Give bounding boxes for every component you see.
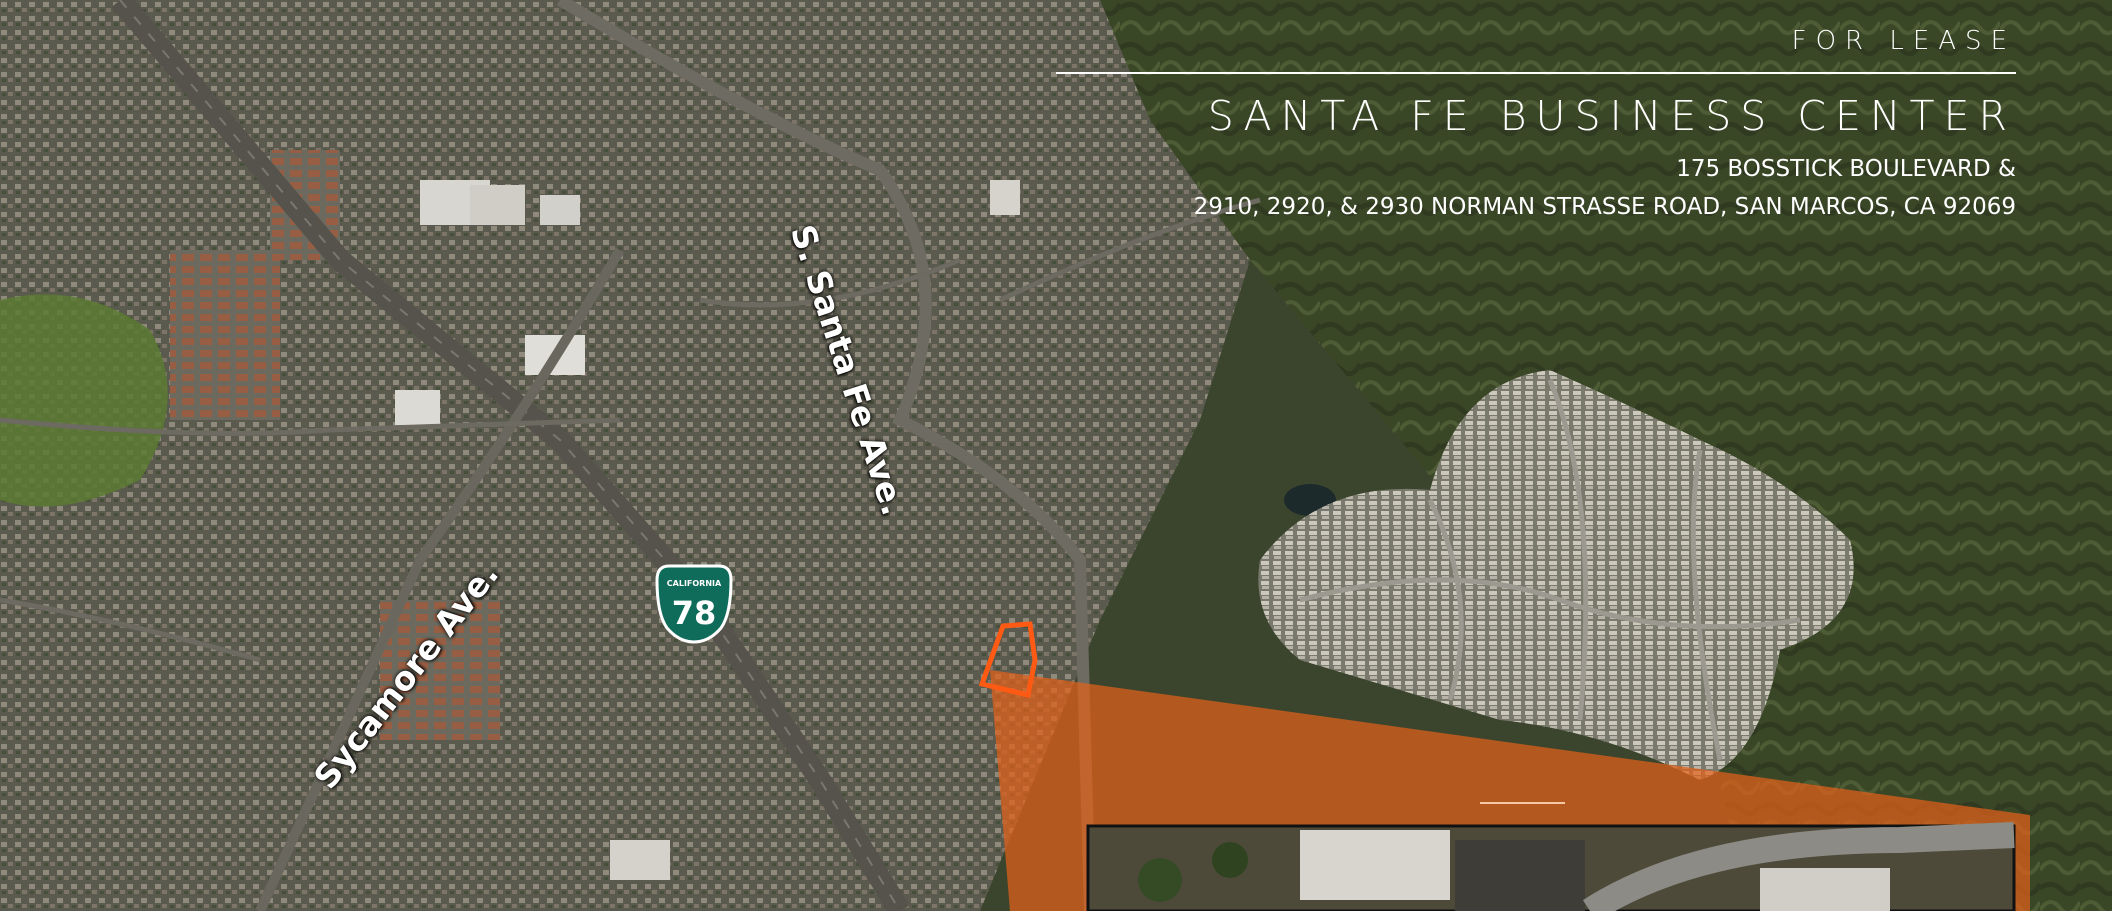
- inset-tree: [1138, 858, 1182, 902]
- local-road: [0, 197, 1261, 663]
- inset-tree: [1212, 842, 1248, 878]
- commercial-building: [395, 390, 440, 425]
- commercial-building: [470, 185, 525, 225]
- shield-route-number: 78: [672, 594, 717, 632]
- inset-parking: [1455, 840, 1585, 911]
- inset-aerial-photo[interactable]: [1086, 822, 2016, 911]
- community-roads: [1299, 379, 1801, 761]
- commercial-building: [990, 180, 1020, 215]
- address-line-2: 2910, 2920, & 2930 NORMAN STRASSE ROAD, …: [1193, 194, 2016, 220]
- commercial-building: [610, 840, 670, 880]
- golf-course: [0, 294, 168, 507]
- property-title: SANTA FE BUSINESS CENTER: [1207, 92, 2016, 140]
- sycamore-road: [255, 247, 625, 911]
- freeway-78-lane: [119, 0, 901, 911]
- property-address: 175 BOSSTICK BOULEVARD & 2910, 2920, & 2…: [966, 150, 2016, 226]
- for-lease-label: FOR LEASE: [1791, 26, 2016, 56]
- listing-header: FOR LEASE SANTA FE BUSINESS CENTER 175 B…: [966, 26, 2016, 226]
- highway-78-shield: CALIFORNIA 78: [655, 564, 733, 644]
- inset-building: [1300, 830, 1450, 900]
- site-outline[interactable]: [978, 621, 1038, 699]
- inset-road: [1582, 822, 2015, 911]
- residential-cluster: [170, 250, 280, 420]
- address-line-1: 175 BOSSTICK BOULEVARD &: [1676, 156, 2016, 182]
- santa-fe-road: [556, 0, 1096, 911]
- residential-cluster: [380, 600, 500, 740]
- inset-building: [1760, 868, 1890, 911]
- header-divider: [1056, 72, 2016, 74]
- shield-state-label: CALIFORNIA: [667, 579, 722, 588]
- commercial-building: [540, 195, 580, 225]
